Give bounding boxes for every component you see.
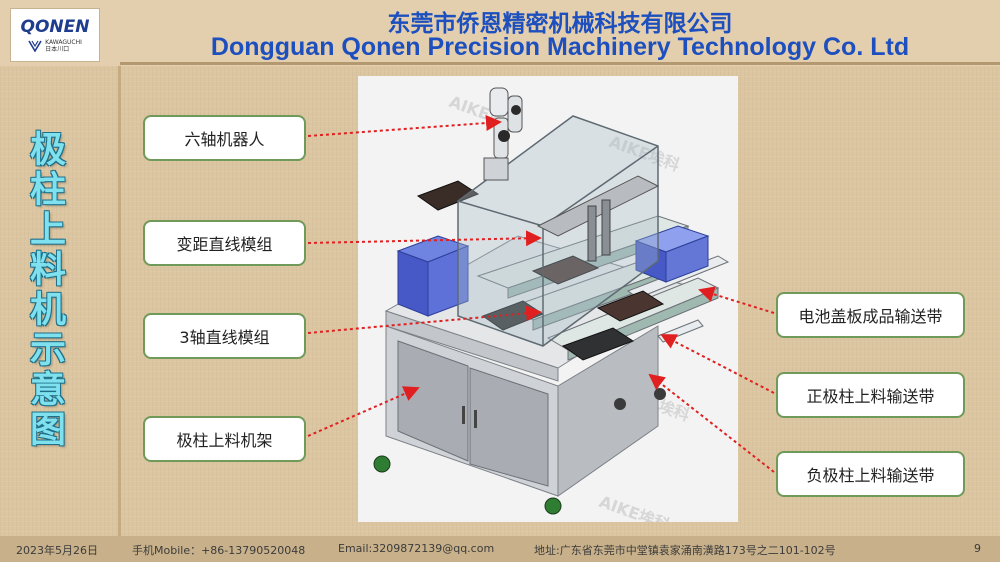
machine-illustration: AIKE埃科 AIKE埃科 AIKE埃科 AIKE埃科 AIKE埃科 <box>358 76 738 535</box>
callout-six-axis-robot: 六轴机器人 <box>143 115 306 161</box>
header-divider <box>120 62 1000 65</box>
logo-subtext-en: KAWAGUCHI <box>45 39 82 46</box>
callout-negative-pole-conveyor: 负极柱上料输送带 <box>776 451 965 497</box>
callout-pole-loader-frame: 极柱上料机架 <box>143 416 306 462</box>
logo-mark-icon <box>28 40 42 52</box>
company-name-chinese: 东莞市侨恩精密机械科技有限公司 <box>387 11 733 37</box>
six-axis-robot-drawing <box>483 87 523 181</box>
machine-drawing: AIKE埃科 AIKE埃科 AIKE埃科 AIKE埃科 AIKE埃科 <box>373 87 730 535</box>
callout-battery-cover-conveyor: 电池盖板成品输送带 <box>776 292 965 338</box>
footer-page-number: 9 <box>974 542 981 555</box>
company-logo: QONEN KAWAGUCHI 日本川口 <box>10 8 100 62</box>
slide-vertical-title: 极柱上料机示意图 <box>24 130 65 450</box>
left-divider <box>118 66 121 536</box>
callout-variable-pitch-module: 变距直线模组 <box>143 220 306 266</box>
watermark-text: AIKE埃科 <box>597 492 673 522</box>
gantry-module <box>536 175 660 262</box>
footer-email: Email:3209872139@qq.com <box>338 542 495 555</box>
logo-subline: KAWAGUCHI 日本川口 <box>28 39 82 53</box>
slide-footer: 2023年5月26日 手机Mobile：+86-13790520048 Emai… <box>0 536 1000 562</box>
callout-three-axis-module: 3轴直线模组 <box>143 313 306 359</box>
logo-wordmark: QONEN <box>20 17 90 37</box>
footer-address: 地址:广东省东莞市中堂镇袁家涌南潢路173号之二101-102号 <box>534 544 836 557</box>
logo-subtext: KAWAGUCHI 日本川口 <box>45 39 82 53</box>
footer-date: 2023年5月26日 <box>16 544 98 557</box>
logo-subtext-cn: 日本川口 <box>45 46 70 53</box>
slide-header <box>0 0 1000 66</box>
callout-positive-pole-conveyor: 正极柱上料输送带 <box>776 372 965 418</box>
company-name-english: Dongguan Qonen Precision Machinery Techn… <box>210 33 910 61</box>
footer-mobile: 手机Mobile：+86-13790520048 <box>132 544 306 557</box>
